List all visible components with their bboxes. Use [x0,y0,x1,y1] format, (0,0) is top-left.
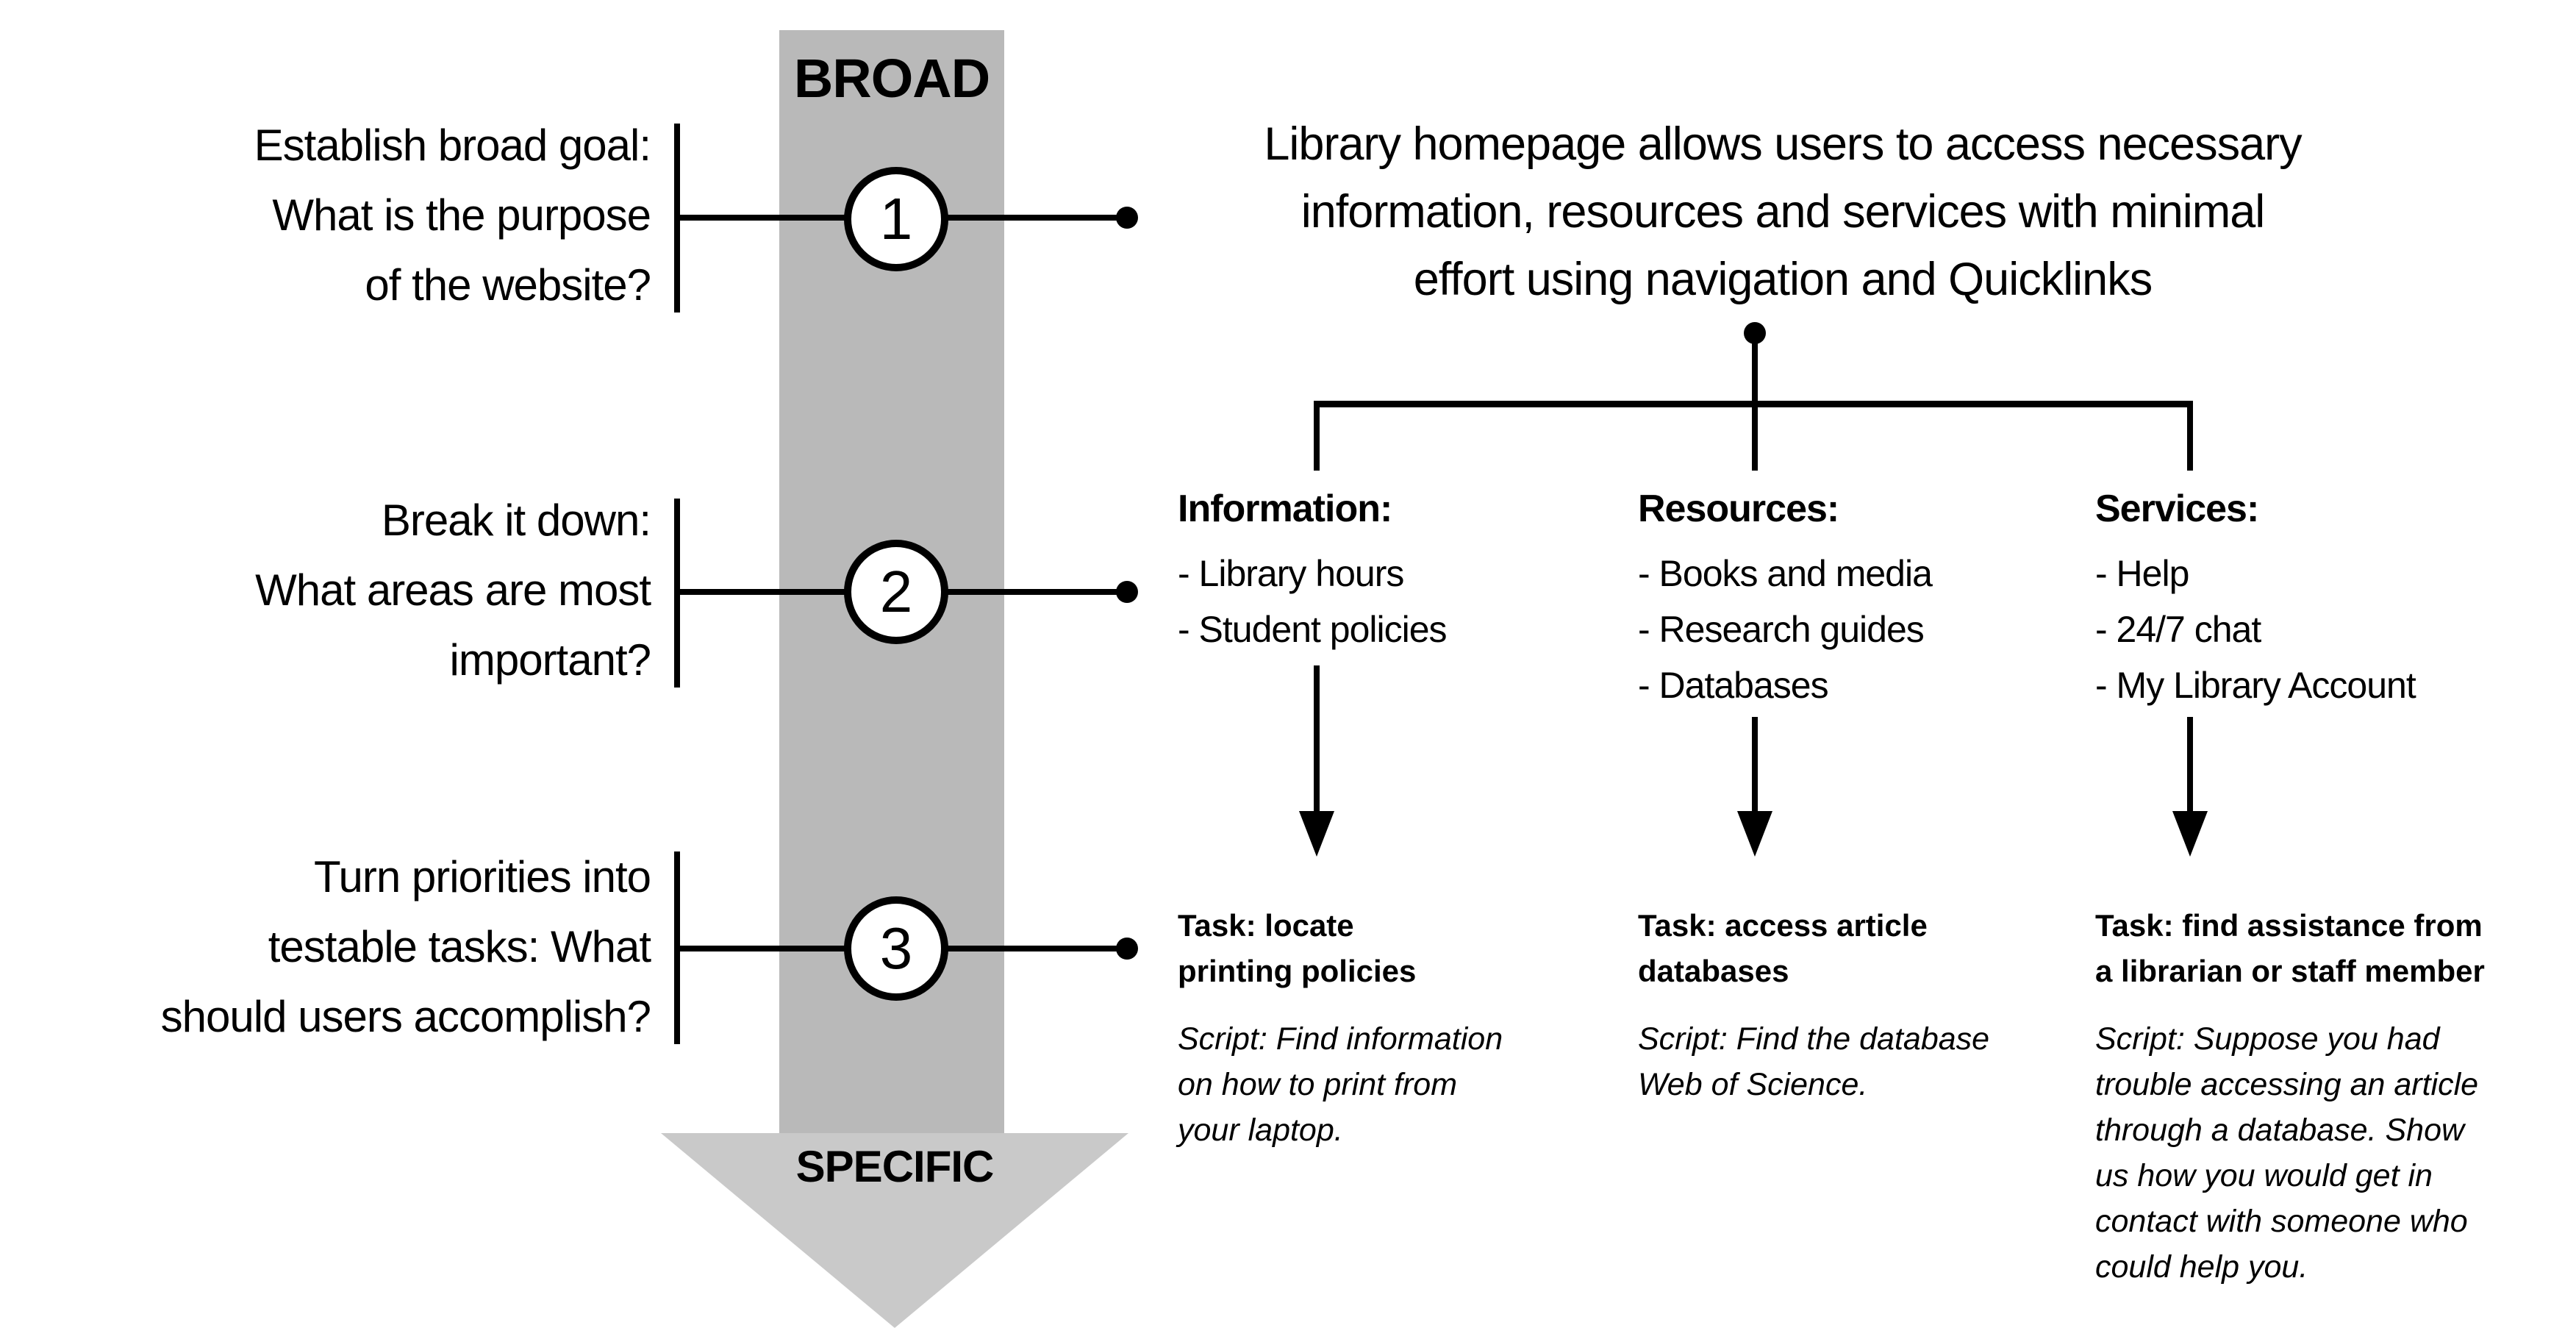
step3-number-badge: 3 [844,896,948,1001]
task-line: Task: access article [1638,908,1928,943]
step1-number-badge: 1 [844,167,948,271]
goal-line: effort using navigation and Quicklinks [1413,254,2153,305]
step3-connector-dot [1116,938,1138,960]
down-arrow-head-resources [1737,811,1772,857]
script-line: Web of Science. [1638,1067,1868,1102]
step1-prompt-line: Establish broad goal: [254,121,651,170]
step2-prompt-line: important? [449,635,651,685]
list-item: - 24/7 chat [2095,609,2261,650]
tree-branch-bar [1314,401,2193,407]
task-line: Task: find assistance from [2095,908,2483,943]
script-line: could help you. [2095,1249,2308,1285]
category-heading-resources: Resources: [1638,488,1839,530]
down-arrow-line-resources [1752,717,1758,813]
task-services: Task: find assistance from a librarian o… [2095,903,2485,994]
broad-specific-arrowhead [661,1133,1128,1328]
down-arrow-line-services [2187,717,2193,813]
step3-bracket [674,851,680,1044]
category-items-resources: - Books and media - Research guides - Da… [1638,546,1933,713]
step1-bracket [674,124,680,313]
step2-bracket [674,499,680,688]
task-line: printing policies [1178,954,1417,988]
down-arrow-line-information [1314,665,1320,813]
list-item: - Student policies [1178,609,1448,650]
list-item: - Library hours [1178,553,1404,594]
goal-statement: Library homepage allows users to access … [1066,110,2500,313]
tree-left-drop [1314,401,1320,471]
step2-connector-dot [1116,581,1138,603]
step1-number: 1 [879,186,913,251]
step3-prompt-line: testable tasks: What [268,922,651,971]
step2-prompt-line: Break it down: [381,496,651,545]
specific-label: SPECIFIC [795,1142,995,1191]
script-line: trouble accessing an article [2095,1067,2479,1102]
goal-line: information, resources and services with… [1300,186,2266,238]
down-arrow-head-information [1299,811,1334,857]
list-item: - Databases [1638,665,1829,706]
step3-prompt-line: should users accomplish? [160,992,651,1041]
step2-prompt: Break it down: What areas are most impor… [62,485,651,695]
list-item: - Books and media [1638,553,1933,594]
step1-connector-dot [1116,207,1138,229]
script-information: Script: Find information on how to print… [1178,1016,1503,1153]
step1-prompt: Establish broad goal: What is the purpos… [62,110,651,320]
script-line: Script: Suppose you had [2095,1021,2440,1057]
list-item: - My Library Account [2095,665,2416,706]
script-line: us how you would get in [2095,1158,2433,1193]
category-items-information: - Library hours - Student policies [1178,546,1448,657]
task-resources: Task: access article databases [1638,903,1928,994]
step3-number: 3 [879,915,913,981]
step2-number-badge: 2 [844,540,948,644]
goal-line: Library homepage allows users to access … [1264,118,2302,170]
script-line: Script: Find information [1178,1021,1503,1057]
broad-label: BROAD [793,48,990,109]
category-heading-services: Services: [2095,488,2259,530]
step1-prompt-line: What is the purpose [272,190,651,240]
script-line: your laptop. [1178,1113,1343,1148]
list-item: - Research guides [1638,609,1925,650]
script-line: contact with someone who [2095,1204,2468,1239]
script-line: on how to print from [1178,1067,1458,1102]
task-information: Task: locate printing policies [1178,903,1416,994]
step2-prompt-line: What areas are most [255,565,651,615]
script-services: Script: Suppose you had trouble accessin… [2095,1016,2478,1290]
tree-right-drop [2187,401,2193,471]
category-items-services: - Help - 24/7 chat - My Library Account [2095,546,2416,713]
script-resources: Script: Find the database Web of Science… [1638,1016,1989,1107]
script-line: Script: Find the database [1638,1021,1990,1057]
task-line: Task: locate [1178,908,1354,943]
category-heading-information: Information: [1178,488,1392,530]
step3-prompt-line: Turn priorities into [314,852,651,901]
step1-prompt-line: of the website? [365,260,651,310]
step3-prompt: Turn priorities into testable tasks: Wha… [62,842,651,1051]
list-item: - Help [2095,553,2189,594]
task-line: a librarian or staff member [2095,954,2485,988]
down-arrow-head-services [2172,811,2208,857]
task-line: databases [1638,954,1789,988]
step2-number: 2 [879,559,913,624]
script-line: through a database. Show [2095,1113,2465,1148]
